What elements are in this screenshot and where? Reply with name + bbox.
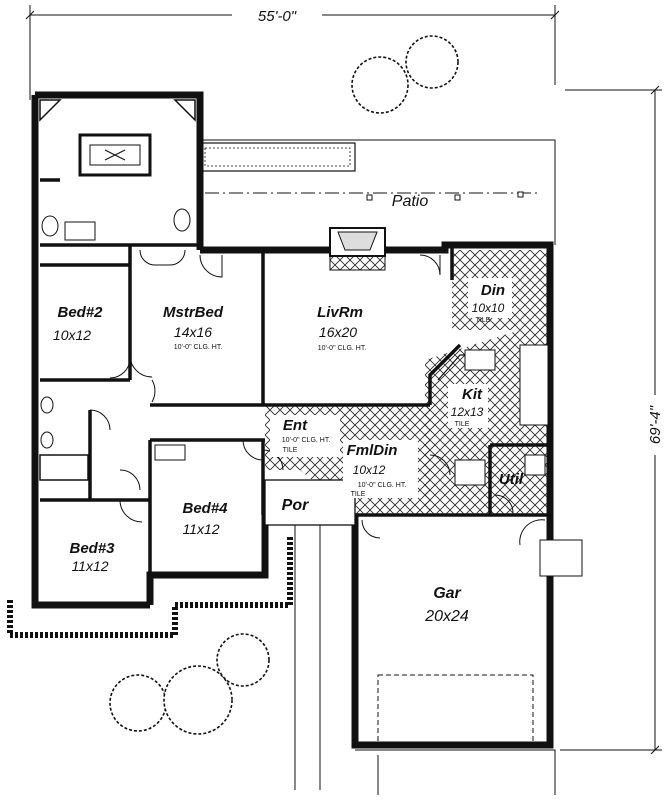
landscape-bed — [7, 535, 293, 638]
porch-walkway — [264, 479, 556, 795]
din-name: Din — [481, 282, 505, 299]
mstrbed-name: MstrBed — [163, 304, 224, 321]
tree-icon — [216, 633, 270, 687]
kit-name: Kit — [462, 386, 483, 403]
por-name: Por — [282, 497, 309, 514]
din-size: 10x10 — [472, 301, 505, 315]
ent-note: 10'-0" CLG. HT. — [282, 437, 331, 444]
livrm-size: 16x20 — [319, 324, 357, 340]
trees — [109, 35, 459, 735]
kit-size: 12x13 — [451, 405, 484, 419]
fireplace — [329, 227, 386, 271]
tree-icon — [163, 665, 233, 735]
fmldin-size: 10x12 — [353, 463, 386, 477]
mstrbed-note: 10'-0" CLG. HT. — [174, 344, 223, 351]
bed3-name: Bed#3 — [69, 540, 115, 557]
util-name: Util — [499, 471, 524, 488]
fmldin-note2: TILE — [351, 491, 366, 498]
depth-dimension-label: 69'-4" — [647, 405, 664, 444]
bed4-size: 11x12 — [182, 521, 219, 537]
tree-icon — [109, 674, 167, 732]
fmldin-name: FmlDin — [347, 442, 398, 459]
bed4-name: Bed#4 — [182, 500, 228, 517]
bed2-size: 10x12 — [53, 327, 91, 343]
bed3-size: 11x12 — [71, 558, 108, 574]
din-note: TILE — [476, 317, 491, 324]
gar-name: Gar — [433, 585, 461, 602]
depth-dimension: 69'-4" — [560, 85, 665, 755]
doors — [89, 249, 546, 546]
interior-walls — [40, 178, 548, 575]
livrm-name: LivRm — [317, 304, 363, 321]
patio-label: Patio — [392, 193, 429, 210]
fixtures — [39, 99, 583, 746]
ent-note2: TILE — [283, 447, 298, 454]
room-labels: Bed#2 10x12 MstrBed 14x16 10'-0" CLG. HT… — [53, 278, 524, 625]
ent-name: Ent — [283, 417, 308, 434]
kit-note: TILE — [455, 421, 470, 428]
width-dimension-label: 55'-0" — [258, 8, 297, 25]
bed2-name: Bed#2 — [57, 304, 103, 321]
tree-icon — [405, 35, 459, 89]
width-dimension: 55'-0" — [25, 5, 560, 100]
livrm-note: 10'-0" CLG. HT. — [318, 345, 367, 352]
fmldin-note: 10'-0" CLG. HT. — [358, 482, 407, 489]
gar-size: 20x24 — [424, 608, 469, 625]
mstrbed-size: 14x16 — [174, 324, 212, 340]
patio-area: Patio — [199, 139, 556, 254]
tree-icon — [351, 56, 409, 114]
